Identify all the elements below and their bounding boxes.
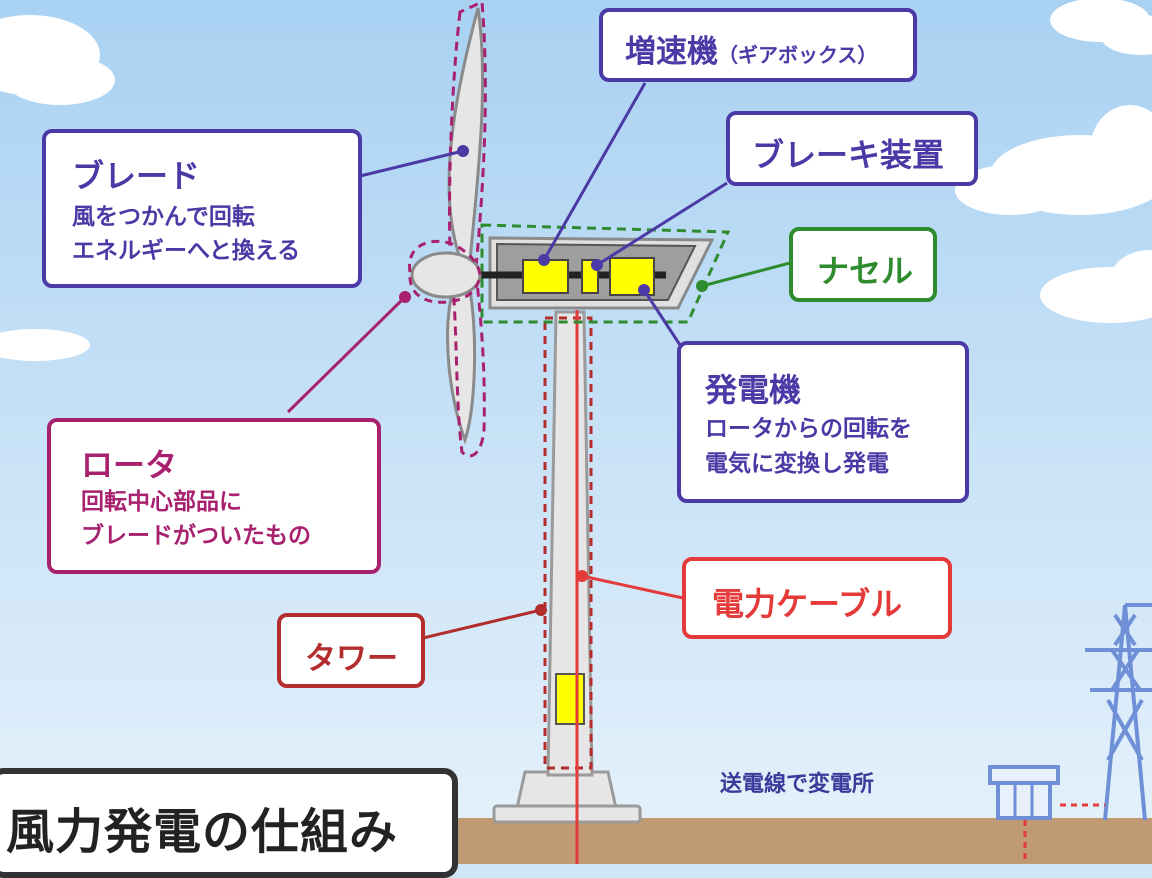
nacelle-title: ナセル	[817, 252, 914, 290]
gearbox-label: 増速機（ギアボックス）	[599, 8, 917, 82]
rotor-desc-line2: ブレードがついたもの	[81, 523, 311, 549]
blade-label: ブレード 風をつかんで回転 エネルギーへと換える	[42, 129, 362, 288]
rotor-hub	[410, 251, 482, 299]
cloud	[1050, 0, 1152, 55]
brake-label: ブレーキ装置	[726, 111, 978, 186]
gearbox-marker	[538, 254, 550, 266]
tower-label: タワー	[277, 613, 425, 688]
rotor-title: ロータ	[81, 446, 178, 484]
blade-title: ブレード	[72, 157, 201, 195]
cloud	[1040, 250, 1152, 323]
generator-title: 発電機	[705, 371, 802, 409]
cloud	[0, 329, 90, 361]
power-cable-label: 電力ケーブル	[682, 557, 952, 639]
blade-marker	[457, 145, 469, 157]
brake-leader	[596, 181, 728, 267]
tower	[546, 310, 594, 777]
gearbox-title: 増速機	[625, 34, 718, 70]
generator-leader	[642, 289, 682, 346]
blade-desc-line1: 風をつかんで回転	[72, 204, 255, 230]
title-box: 風力発電の仕組み	[0, 768, 458, 878]
rotor-label: ロータ 回転中心部品に ブレードがついたもの	[47, 418, 381, 574]
tower-marker	[535, 604, 547, 616]
transmission-note: 送電線で変電所	[720, 772, 875, 797]
blade-desc-line2: エネルギーへと換える	[72, 238, 301, 264]
gearbox-leader	[542, 82, 647, 261]
transmission-pylon	[1085, 603, 1152, 821]
nacelle-label: ナセル	[789, 227, 937, 302]
brake-title: ブレーキ装置	[752, 136, 945, 174]
tower-foundation	[515, 770, 618, 810]
cloud	[0, 15, 115, 105]
cloud	[955, 105, 1152, 215]
rotor-leader	[286, 295, 407, 414]
rotor-desc-line1: 回転中心部品に	[81, 489, 242, 515]
brake-marker	[591, 259, 603, 271]
page-title: 風力発電の仕組み	[6, 804, 399, 860]
tower-title: タワー	[305, 641, 398, 677]
power-cable-title: 電力ケーブル	[712, 585, 903, 623]
tower-control-box	[555, 673, 585, 725]
blade-lower	[446, 279, 477, 445]
generator-marker	[638, 284, 650, 296]
underground-line	[1023, 803, 1105, 864]
tower-foundation-slab	[492, 804, 642, 824]
generator-desc-line1: ロータからの回転を	[705, 416, 912, 442]
generator-label: 発電機 ロータからの回転を 電気に変換し発電	[677, 341, 969, 503]
nacelle-marker	[696, 280, 708, 292]
rotor-marker	[399, 291, 411, 303]
gearbox-subtitle: （ギアボックス）	[718, 43, 878, 67]
rotor-outline	[408, 239, 482, 304]
generator	[609, 257, 655, 296]
cable-marker	[576, 570, 588, 582]
blade-outline	[447, 0, 487, 458]
nacelle-leader	[701, 261, 791, 288]
tower-leader	[422, 608, 542, 640]
cable-leader	[581, 574, 684, 600]
generator-desc-line2: 電気に変換し発電	[705, 451, 889, 477]
substation	[988, 765, 1060, 820]
tower-outline	[543, 316, 593, 770]
blade-leader	[359, 149, 464, 178]
